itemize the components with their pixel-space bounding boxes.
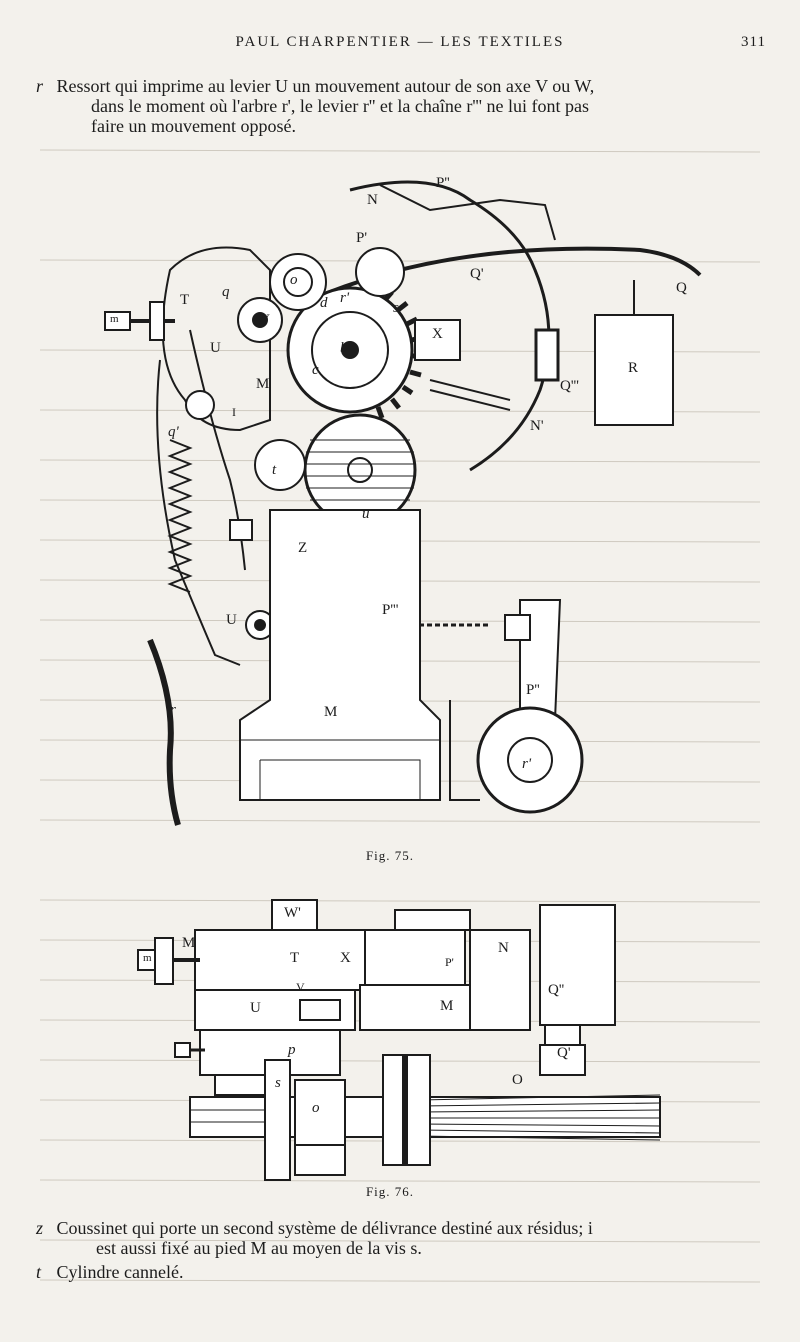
legend-entry-r: r Ressort qui imprime au levier U un mou… — [36, 76, 760, 136]
page-number: 311 — [741, 34, 766, 50]
label-q: q — [222, 284, 230, 300]
label-p: p — [288, 1042, 296, 1058]
label-Q1: Q' — [557, 1045, 571, 1061]
label-P1: P' — [445, 955, 454, 969]
label-t: t — [272, 462, 277, 478]
figure-75-caption: Fig. 75. — [365, 848, 415, 863]
label-P: P — [392, 1076, 402, 1092]
label-T: T — [180, 292, 190, 308]
running-title: PAUL CHARPENTIER — LES TEXTILES — [235, 34, 565, 50]
label-R: R — [628, 360, 639, 376]
label-o: o — [290, 272, 298, 288]
legend-text-line2: dans le moment où l'arbre r', le levier … — [91, 96, 590, 116]
legend-text-line3: faire un mouvement opposé. — [91, 116, 296, 136]
label-V: V — [296, 980, 305, 994]
legend-key: r — [36, 76, 44, 96]
label-m: m — [143, 952, 152, 964]
label-Q: Q — [676, 280, 687, 296]
label-s: s — [393, 300, 399, 316]
label-M2: M — [324, 704, 338, 720]
label-N: N — [498, 940, 509, 956]
label-O: O — [512, 1072, 523, 1088]
label-r: r — [170, 702, 176, 718]
label-W1: W' — [284, 905, 301, 921]
label-m: m — [110, 313, 119, 325]
label-r1: r' — [340, 290, 350, 306]
legend-text-line1: Coussinet qui porte un second système de… — [56, 1218, 593, 1238]
legend-text-line2: est aussi fixé au pied M au moyen de la … — [96, 1238, 422, 1258]
label-W: W — [256, 312, 269, 328]
label-r1b: r' — [522, 756, 532, 772]
label-u: u — [362, 506, 370, 522]
legend-key: z — [36, 1218, 44, 1238]
label-s: s — [275, 1075, 281, 1091]
label-X: X — [340, 950, 351, 966]
label-Q1: Q' — [470, 266, 484, 282]
legend-text-line1: Cylindre cannelé. — [56, 1262, 184, 1282]
legend-entry-z: z Coussinet qui porte un second système … — [36, 1218, 760, 1258]
label-N: N — [367, 192, 378, 208]
label-d: d — [320, 295, 328, 311]
label-P3: P''' — [382, 602, 399, 618]
label-U: U — [210, 340, 221, 356]
label-c: c — [312, 362, 319, 378]
label-N1: N' — [530, 418, 544, 434]
label-Z: Z — [298, 540, 308, 556]
label-P1: P' — [356, 230, 368, 246]
legend-text-line1: Ressort qui imprime au levier U un mouve… — [56, 76, 595, 96]
running-header: PAUL CHARPENTIER — LES TEXTILES 311 — [0, 34, 800, 58]
label-M2: M — [440, 998, 454, 1014]
label-M: M — [182, 935, 196, 951]
legend-entry-t: t Cylindre cannelé. — [36, 1262, 760, 1282]
label-I: I — [232, 405, 236, 419]
label-o: o — [312, 1100, 320, 1116]
label-Q2: Q'' — [548, 982, 565, 998]
figure-76-caption: Fig. 76. — [365, 1184, 415, 1199]
label-P2: P'' — [436, 175, 450, 191]
label-M: M — [256, 376, 270, 392]
label-U2: U — [226, 612, 237, 628]
label-q1: q' — [168, 424, 179, 440]
label-X: X — [432, 326, 443, 342]
legend-key: t — [36, 1262, 42, 1282]
label-T: T — [290, 950, 300, 966]
label-b: b — [340, 340, 348, 356]
label-P2b: P'' — [526, 682, 540, 698]
label-Q3: Q''' — [560, 378, 579, 394]
label-U: U — [250, 1000, 261, 1016]
